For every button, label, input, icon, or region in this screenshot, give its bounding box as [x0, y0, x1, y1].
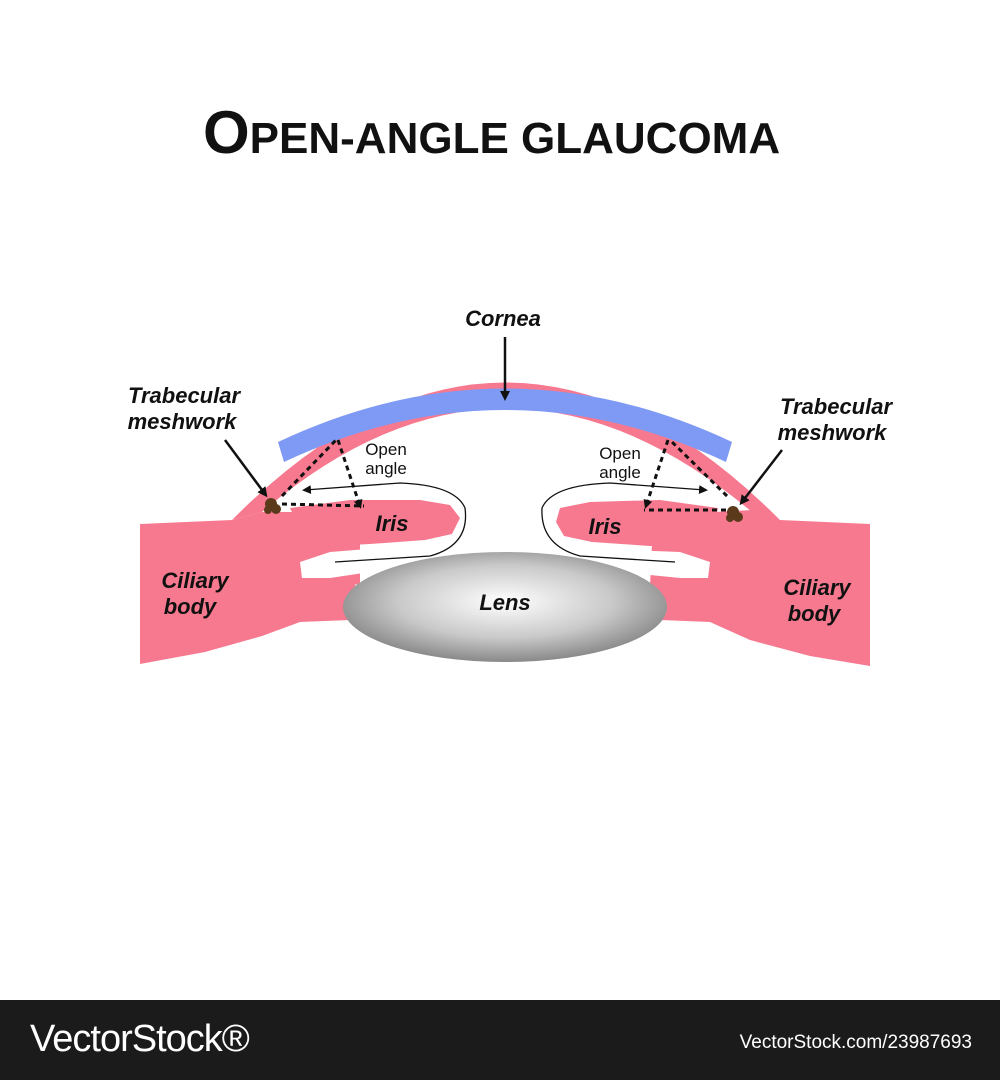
trabecular-meshwork-left	[264, 498, 281, 514]
watermark-brand: VectorStock®	[30, 1018, 250, 1060]
cornea-layer	[278, 388, 732, 462]
iris-left	[290, 500, 460, 546]
diagram-canvas: OPEN-ANGLE GLAUCOMA	[128, 99, 894, 666]
trabecular-label-right-line2: meshwork	[778, 420, 889, 445]
trabecular-arrow-left	[223, 439, 268, 498]
iris-right	[556, 500, 718, 546]
open-angle-label-right-line1: Open	[599, 444, 641, 463]
eye-diagram: OPEN-ANGLE GLAUCOMA	[128, 99, 894, 666]
open-angle-label-left-line1: Open	[365, 440, 407, 459]
lens	[343, 552, 667, 662]
ciliary-body-left	[140, 512, 360, 664]
diagram-title: OPEN-ANGLE GLAUCOMA	[203, 99, 780, 166]
open-angle-label-right-line2: angle	[599, 463, 641, 482]
trabecular-label-left-line1: Trabecular	[128, 383, 242, 408]
trabecular-meshwork-right	[726, 506, 743, 522]
aqueous-flow-right	[541, 482, 708, 563]
lens-label: Lens	[479, 590, 530, 615]
aqueous-flow-left	[302, 482, 467, 563]
watermark-id: VectorStock.com/23987693	[739, 1032, 972, 1053]
ciliary-label-left-line1: Ciliary	[161, 568, 230, 593]
posterior-chamber-left	[300, 548, 420, 578]
iris-label-left: Iris	[375, 511, 408, 536]
cornea-label: Cornea	[465, 306, 541, 331]
watermark-bar: VectorStock® VectorStock.com/23987693	[0, 1000, 1000, 1080]
iris-label-right: Iris	[588, 514, 621, 539]
trabecular-label-right-line1: Trabecular	[780, 394, 894, 419]
ciliary-label-right-line2: body	[788, 601, 842, 626]
trabecular-arrow-right	[739, 449, 783, 506]
ciliary-label-right-line1: Ciliary	[783, 575, 852, 600]
open-angle-triangle-right	[643, 438, 729, 512]
open-angle-triangle-left	[280, 438, 365, 509]
ciliary-body-right	[650, 510, 870, 666]
trabecular-label-left-line2: meshwork	[128, 409, 239, 434]
ciliary-label-left-line2: body	[164, 594, 218, 619]
open-angle-label-left-line2: angle	[365, 459, 407, 478]
